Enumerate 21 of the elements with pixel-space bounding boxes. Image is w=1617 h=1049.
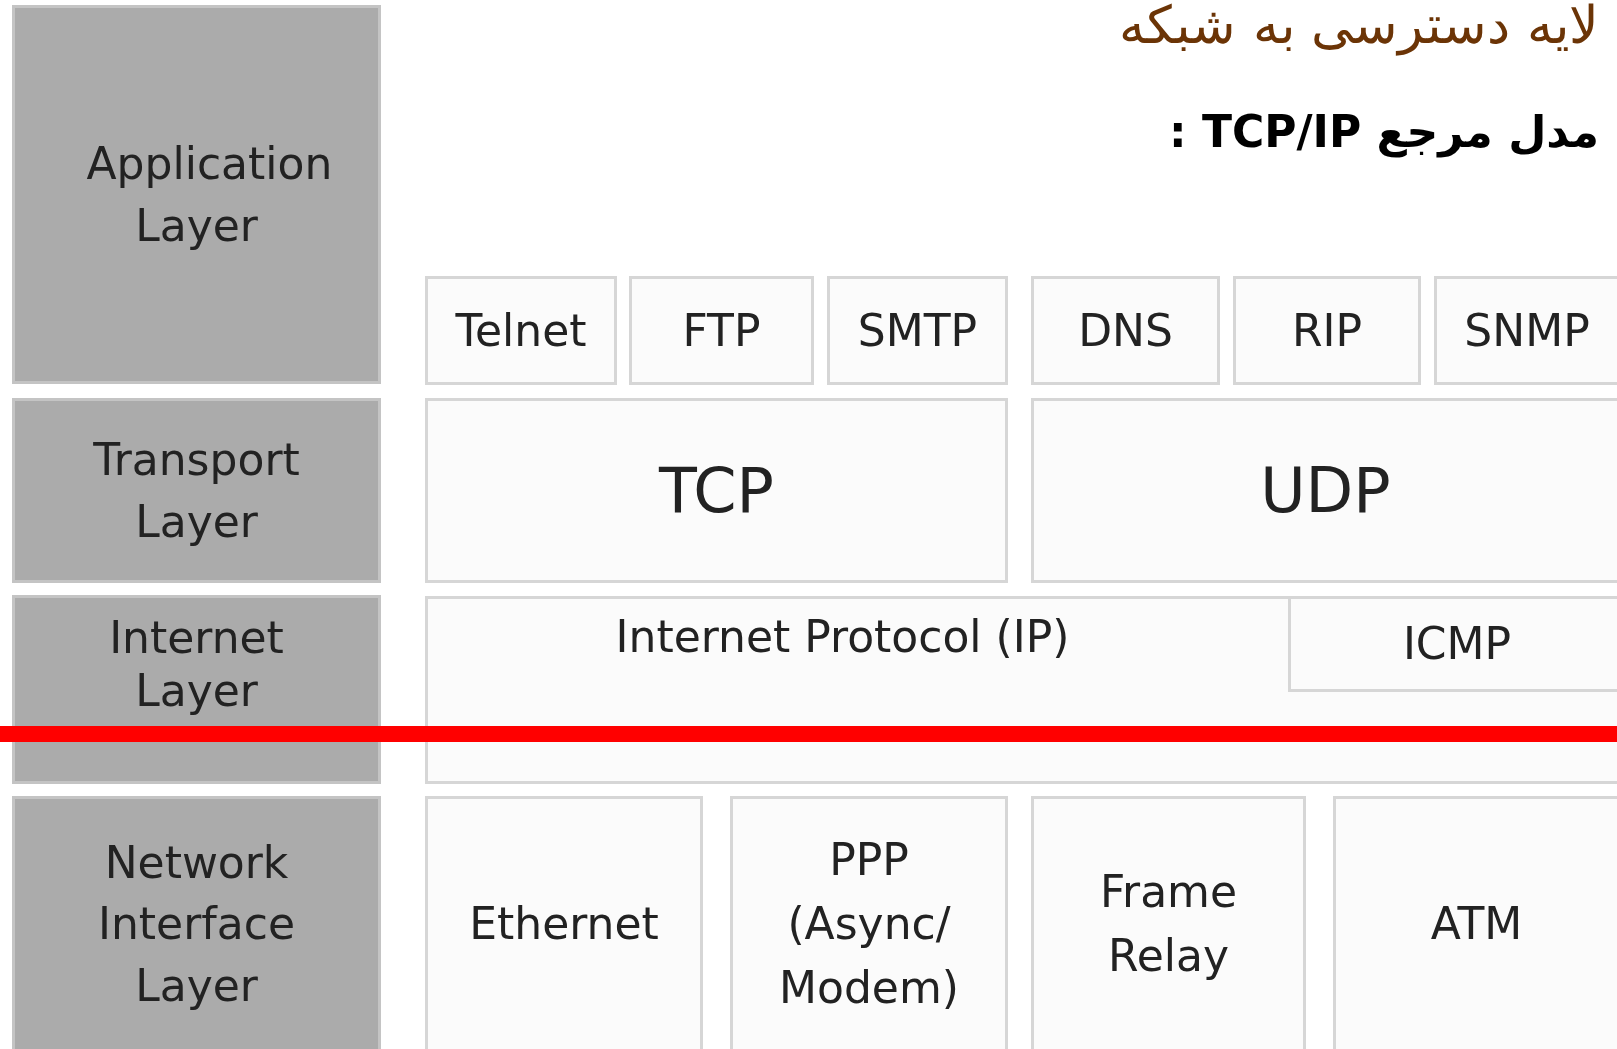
layer-box: Internet Layer [12,595,381,784]
protocol-box: SNMP [1434,276,1617,385]
horizontal-bar [0,726,1617,742]
protocol-box: RIP [1233,276,1421,385]
protocol-box: FTP [629,276,814,385]
protocol-box: ICMP [1288,596,1617,692]
protocol-box: TCP [425,398,1008,583]
protocol-box: Internet Protocol (IP) ICMP [425,596,1617,784]
protocol-box: SMTP [827,276,1008,385]
layer-box: Application Layer [12,5,381,384]
protocol-box: Ethernet [425,796,703,1049]
protocol-box: Frame Relay [1031,796,1306,1049]
subtitle: مدل مرجع TCP/IP : [1168,106,1599,157]
layer-box: Transport Layer [12,398,381,583]
protocol-box: UDP [1031,398,1617,583]
protocol-box: ATM [1333,796,1617,1049]
protocol-box: Telnet [425,276,617,385]
layer-box: Network Interface Layer [12,796,381,1049]
title: لایه دسترسی به شبکه [1119,0,1599,57]
protocol-box: DNS [1031,276,1220,385]
protocol-box: PPP (Async/ Modem) [730,796,1008,1049]
